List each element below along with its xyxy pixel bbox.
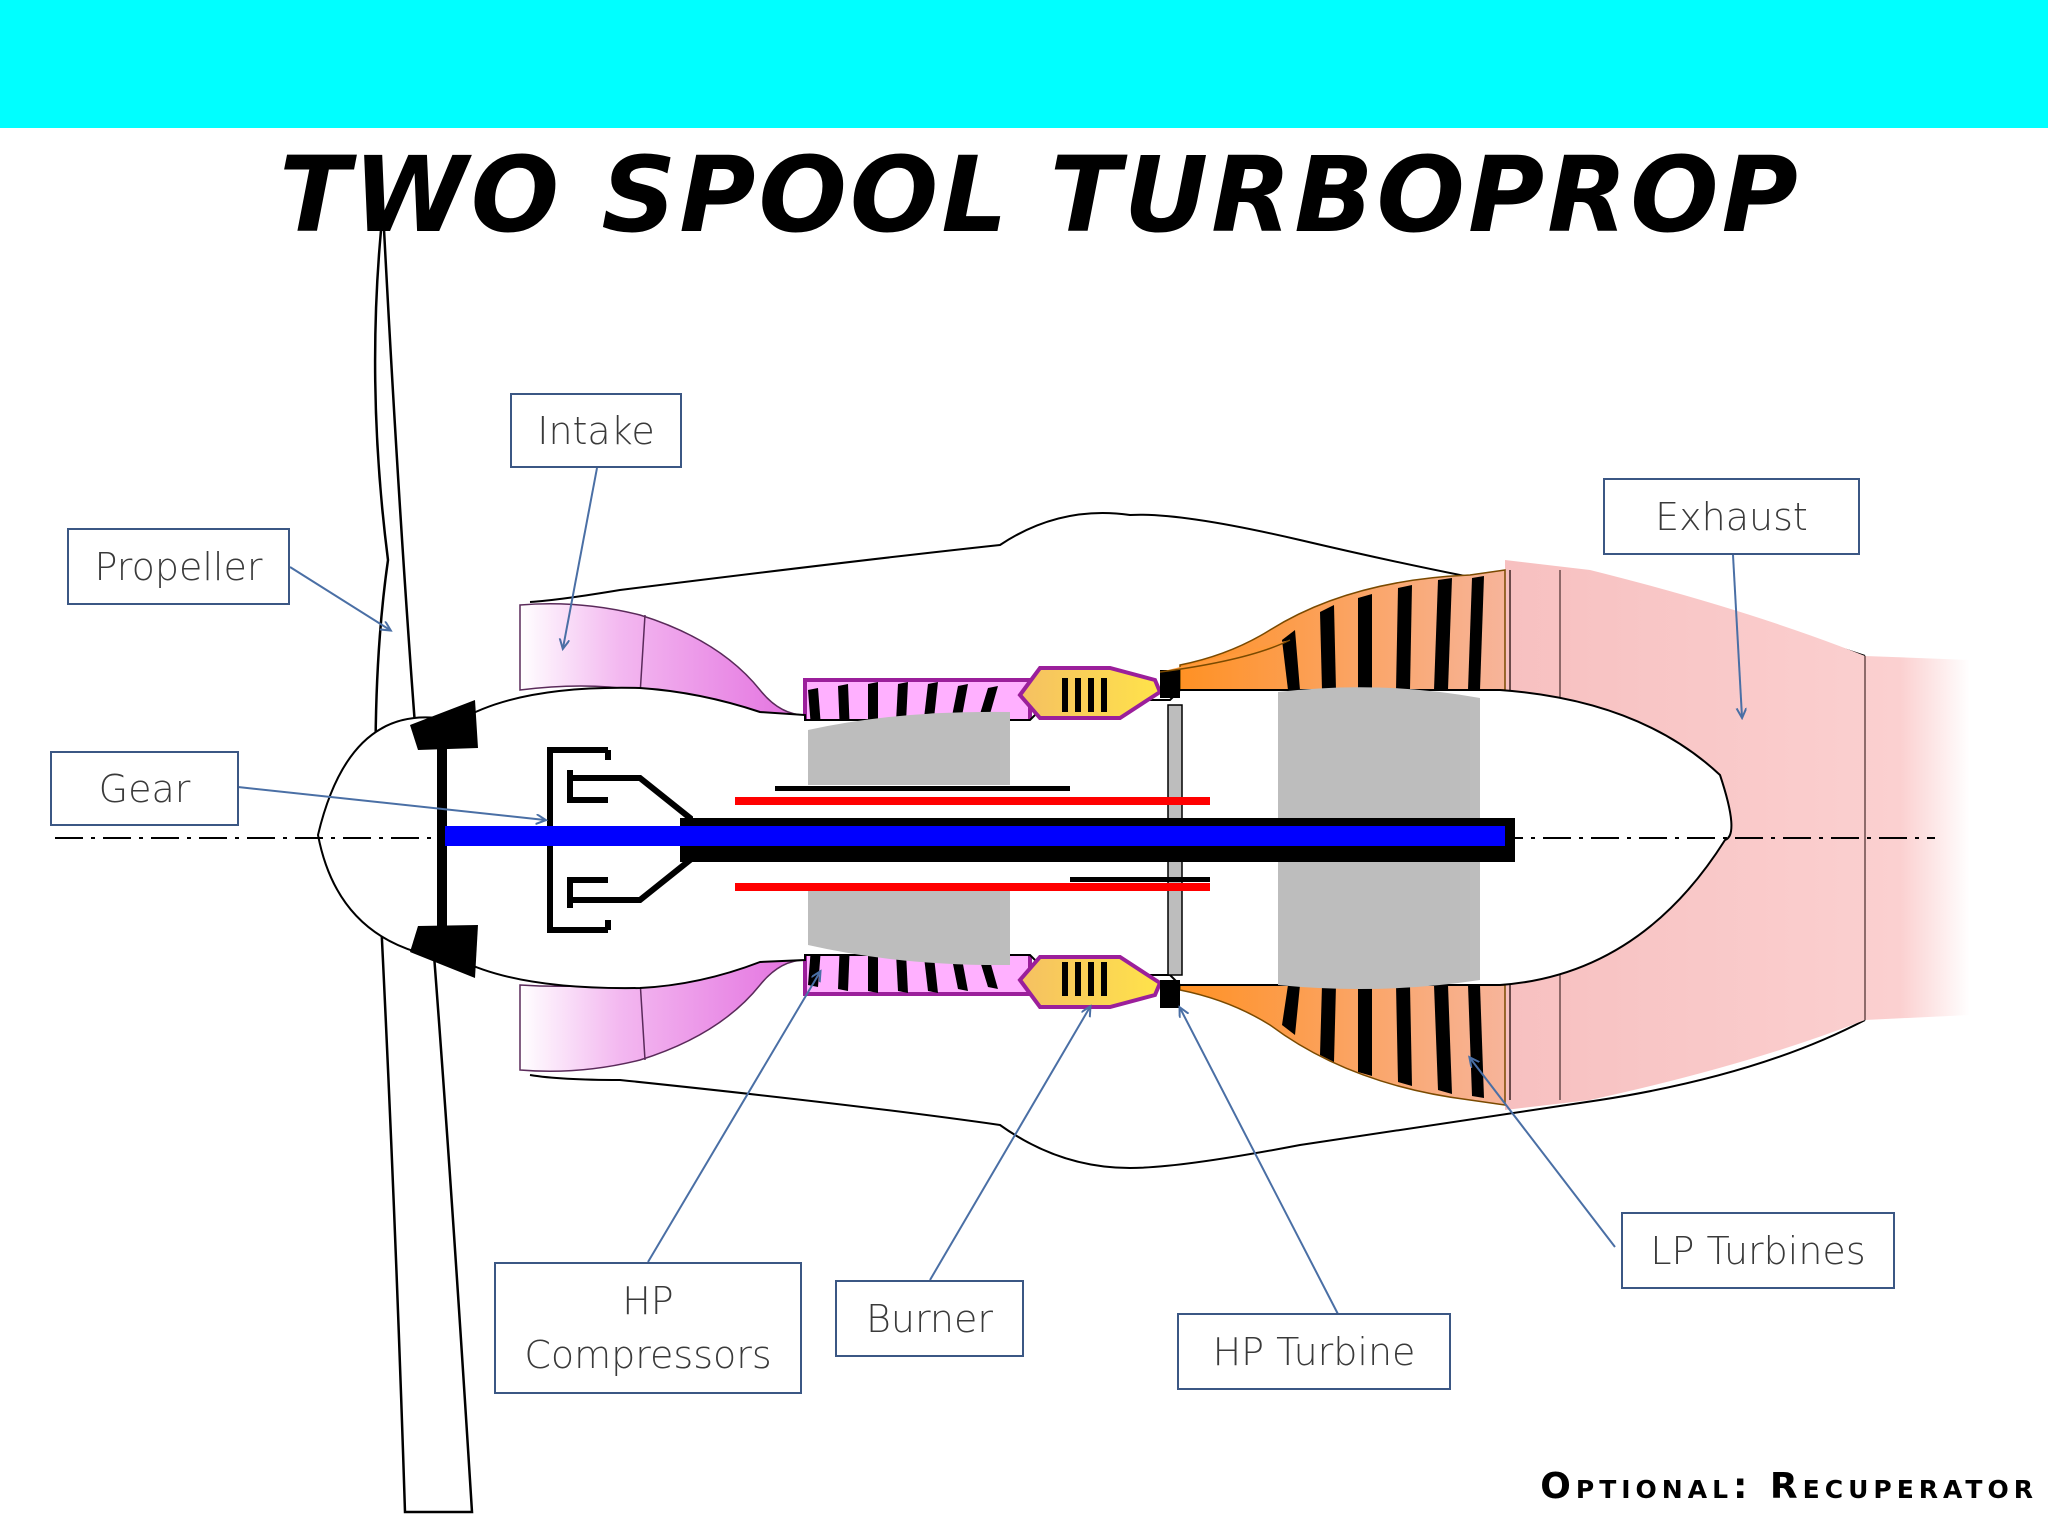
lp-spool-shaft (445, 818, 1515, 862)
propeller-hub (410, 700, 478, 978)
burner-can (1017, 639, 1291, 1009)
hp-spool-shaft (735, 786, 1210, 891)
gear-label: Gear (50, 751, 239, 826)
burner-label: Burner (835, 1280, 1024, 1357)
top-color-band (0, 0, 2048, 128)
footer-note: Optional: Recuperator (1540, 1466, 2038, 1507)
intake-label: Intake (510, 393, 682, 468)
exhaust-label: Exhaust (1603, 478, 1860, 555)
compressor-disc (808, 711, 1010, 966)
hp-turbine-label: HP Turbine (1177, 1313, 1451, 1390)
propeller-label: Propeller (67, 528, 290, 605)
exhaust-duct (1505, 560, 1970, 1110)
slide-title: TWO SPOOL TURBOPROP (279, 134, 1801, 256)
lp-turbines-label: LP Turbines (1621, 1212, 1895, 1289)
lp-turbine-section (1179, 569, 1506, 1106)
callout-arrows (237, 467, 1742, 1319)
hp-compressors-label: HP Compressors (494, 1262, 802, 1394)
